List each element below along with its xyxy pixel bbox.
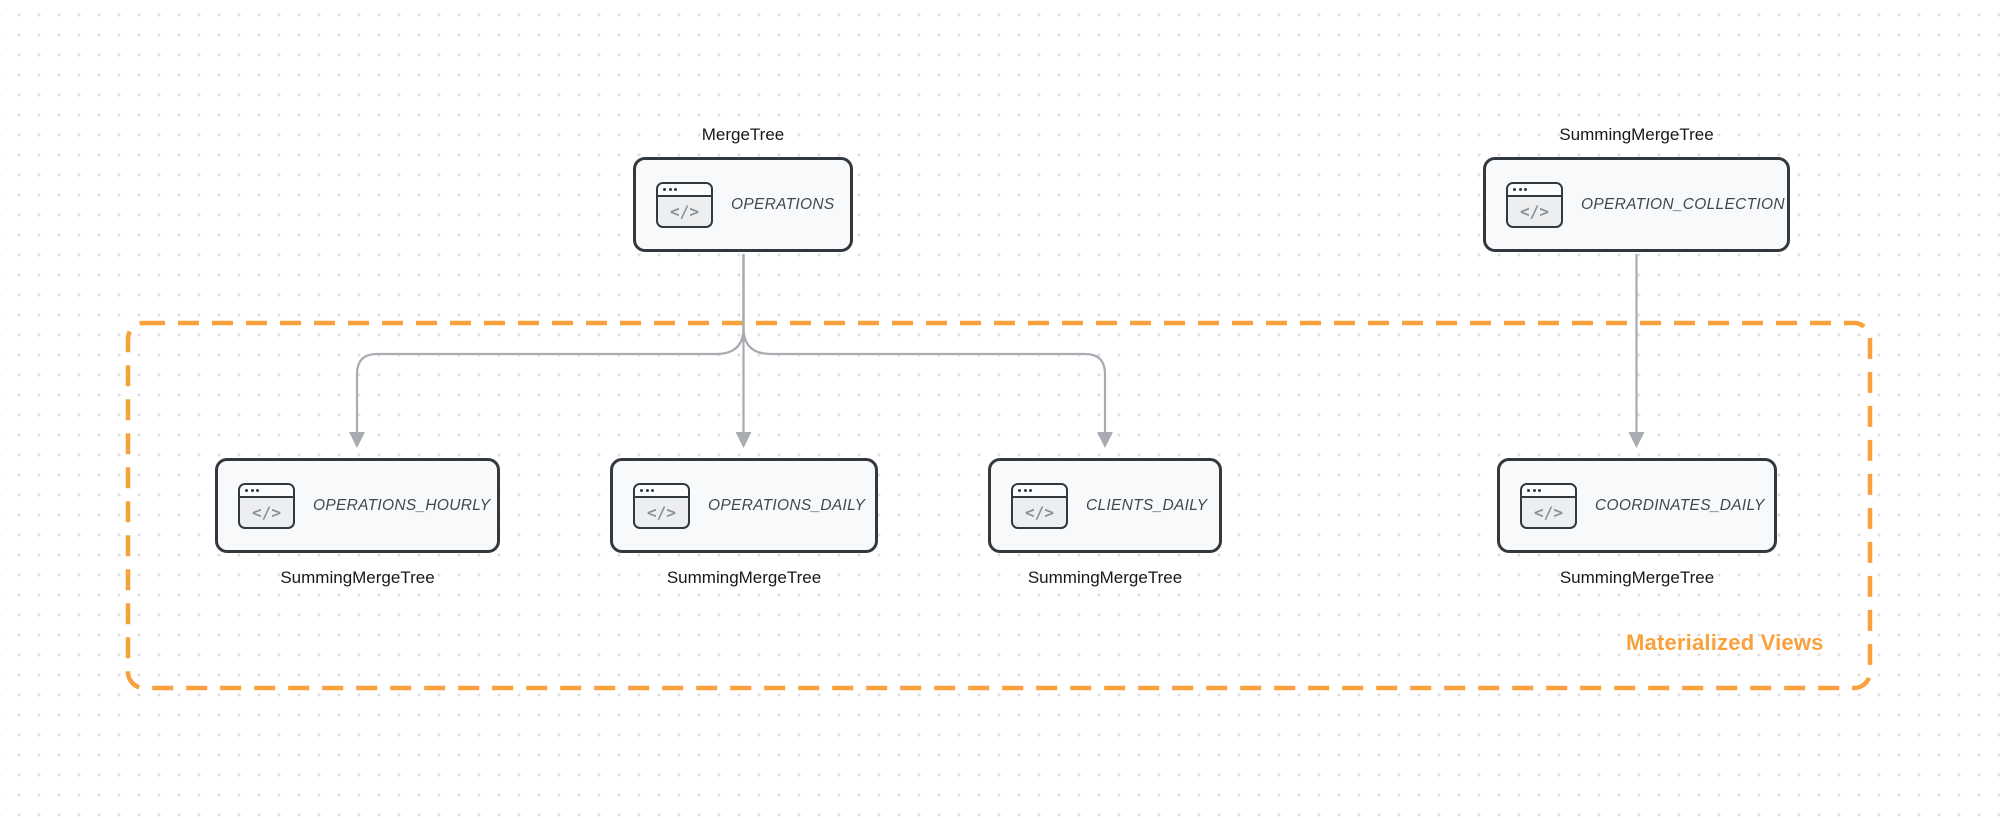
- edge-operations-to-operations-hourly: [349, 254, 745, 448]
- node-operations: MergeTree </> OPERATIONS: [633, 125, 853, 252]
- window-titlebar: [1013, 484, 1066, 498]
- window-titlebar: [1522, 484, 1575, 498]
- code-window-icon: </>: [1520, 482, 1577, 529]
- node-coordinates-daily: SummingMergeTree </> COORDINATES_DAILY: [1497, 458, 1777, 587]
- code-glyph: </>: [1025, 502, 1054, 522]
- node-clients-daily: SummingMergeTree </> CLIENTS_DAILY: [988, 458, 1222, 587]
- engine-label: MergeTree: [701, 125, 785, 144]
- node-operation-collection: SummingMergeTree </> OPERATION_COLLECTIO…: [1483, 125, 1790, 252]
- node-operations-hourly: SummingMergeTree </> OPERATIONS_HOURLY: [215, 458, 500, 587]
- edge-operation-collection-to-clients-daily: [742, 254, 1113, 448]
- code-window-icon: </>: [238, 482, 295, 529]
- engine-label: SummingMergeTree: [1559, 125, 1714, 144]
- code-glyph: </>: [252, 502, 281, 522]
- code-glyph: </>: [1534, 502, 1563, 522]
- node-label: OPERATIONS: [731, 195, 835, 213]
- engine-label: SummingMergeTree: [280, 568, 435, 587]
- node-operations-daily: SummingMergeTree </> OPERATIONS_DAILY: [610, 458, 878, 587]
- window-titlebar: [658, 183, 711, 197]
- node-label: OPERATIONS_HOURLY: [313, 496, 491, 514]
- engine-label: SummingMergeTree: [666, 568, 822, 587]
- window-titlebar: [635, 484, 688, 498]
- code-glyph: </>: [647, 502, 676, 522]
- node-label: COORDINATES_DAILY: [1595, 496, 1765, 514]
- engine-label: SummingMergeTree: [1027, 568, 1183, 587]
- code-window-icon: </>: [656, 181, 713, 228]
- node-label: OPERATIONS_DAILY: [708, 496, 866, 514]
- code-glyph: </>: [670, 201, 699, 221]
- code-window-icon: </>: [1011, 482, 1068, 529]
- node-label: OPERATION_COLLECTION: [1581, 195, 1785, 213]
- code-glyph: </>: [1520, 201, 1549, 221]
- code-window-icon: </>: [1506, 181, 1563, 228]
- node-label: CLIENTS_DAILY: [1086, 496, 1208, 514]
- code-window-icon: </>: [633, 482, 690, 529]
- materialized-views-group-label: Materialized Views: [1626, 630, 1824, 655]
- engine-label: SummingMergeTree: [1559, 568, 1715, 587]
- window-titlebar: [240, 484, 293, 498]
- window-titlebar: [1508, 183, 1561, 197]
